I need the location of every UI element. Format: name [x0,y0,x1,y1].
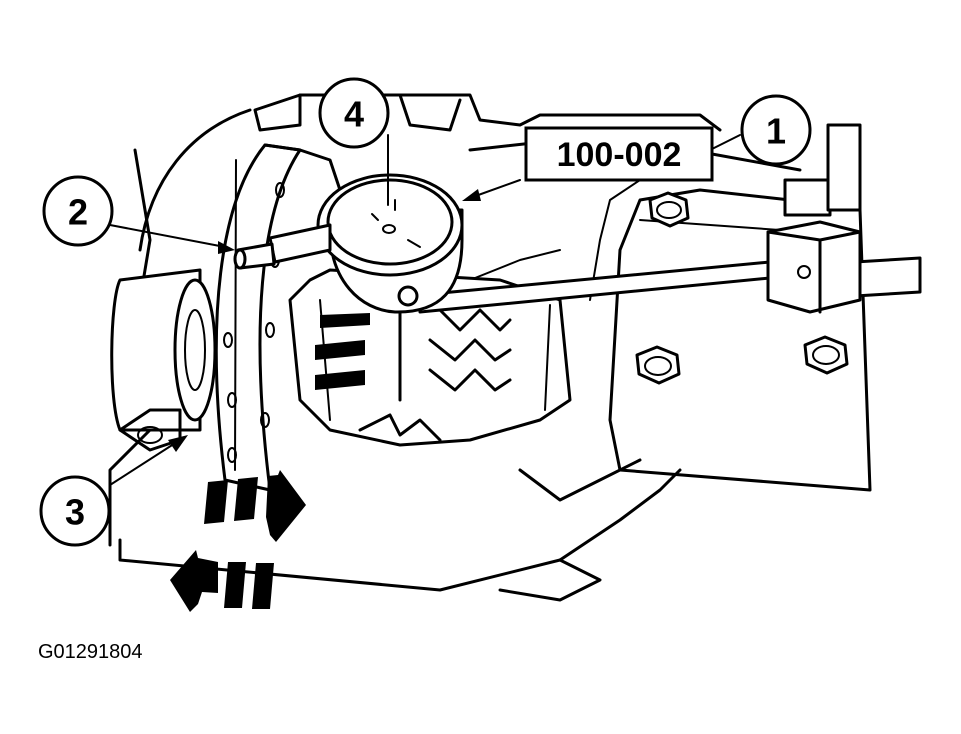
callout-1-number: 1 [766,111,786,152]
callout-4-number: 4 [344,94,364,135]
callout-2-number: 2 [68,192,88,233]
tool-number-label: 100-002 [557,136,682,174]
gear-teeth-left [315,313,370,390]
callout-1: 1 [740,94,812,166]
dial-indicator [316,173,464,314]
bolt-right [803,335,849,375]
leader-lines [109,134,741,486]
callout-3: 3 [39,475,111,547]
figure-id: G01291804 [38,641,143,663]
bolt-upper [648,191,690,228]
tool-number-box: 100-002 [524,126,714,182]
indicator-plunger [233,223,332,270]
differential-case [288,268,572,447]
callout-4: 4 [318,77,390,149]
callout-2: 2 [42,175,114,247]
indicator-mount-bar [418,123,922,314]
movement-arrow-right [204,470,306,542]
bolt-middle [635,345,681,385]
callout-3-number: 3 [65,492,85,533]
movement-arrow-left [170,550,274,612]
gear-teeth-right [398,298,512,402]
